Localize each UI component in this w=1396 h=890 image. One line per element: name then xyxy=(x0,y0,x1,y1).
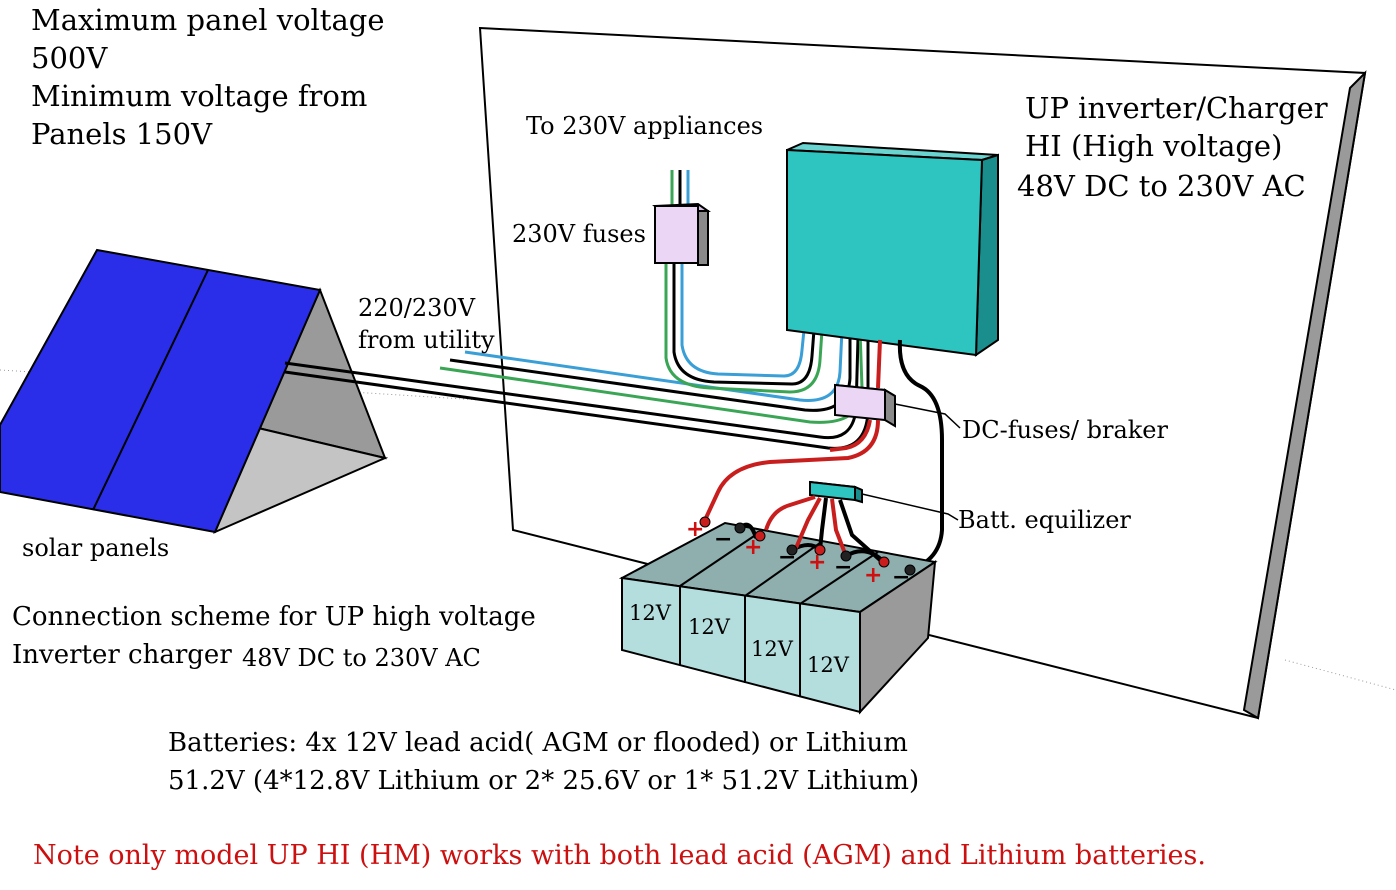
panel-voltage-line3: Minimum voltage from xyxy=(31,79,367,113)
battery-cell-label-2: 12V xyxy=(688,615,731,639)
ac-fuses-label: 230V fuses xyxy=(512,220,646,248)
equalizer-label: Batt. equilizer xyxy=(958,506,1131,534)
inverter-label-line1: UP inverter/Charger xyxy=(1025,91,1328,125)
appliance-output-wires xyxy=(664,170,824,394)
minus-terminal-2: − xyxy=(778,545,796,570)
panel-voltage-line1: Maximum panel voltage xyxy=(31,3,384,37)
batteries-note-line2: 51.2V (4*12.8V Lithium or 2* 25.6V or 1*… xyxy=(168,766,919,796)
ac-fuse-box xyxy=(652,202,711,266)
battery-bank: 12V 12V 12V 12V xyxy=(618,521,938,715)
battery-terminals: + − + − + − + − xyxy=(686,516,916,590)
scheme-title-line2a: Inverter charger xyxy=(12,640,232,670)
plus-terminal-4: + xyxy=(864,563,882,588)
minus-terminal-1: − xyxy=(714,527,732,552)
minus-terminal-3: − xyxy=(834,555,852,580)
inverter-label-line3: 48V DC to 230V AC xyxy=(1017,169,1306,203)
inverter-charger xyxy=(786,141,999,357)
panel-voltage-line2: 500V xyxy=(31,41,108,75)
utility-label-line1: 220/230V xyxy=(358,294,476,322)
battery-equalizer xyxy=(809,480,863,504)
panel-voltage-line4: Panels 150V xyxy=(31,117,213,151)
dc-fuse-box xyxy=(834,383,896,428)
solar-panel-array xyxy=(0,248,389,534)
solar-panel-divider xyxy=(92,269,209,511)
batteries-note-line1: Batteries: 4x 12V lead acid( AGM or floo… xyxy=(168,728,908,758)
plus-terminal-3: + xyxy=(808,550,826,575)
inverter-label-line2: HI (High voltage) xyxy=(1025,129,1282,163)
plus-terminal-1: + xyxy=(686,517,704,542)
battery-cell-label-3: 12V xyxy=(751,637,794,661)
scheme-title-line1: Connection scheme for UP high voltage xyxy=(12,602,536,632)
utility-label-line2: from utility xyxy=(358,326,495,354)
battery-wiring xyxy=(703,419,886,564)
battery-cell-label-1: 12V xyxy=(629,601,672,625)
plus-terminal-2: + xyxy=(744,535,762,560)
appliances-label: To 230V appliances xyxy=(526,112,763,140)
battery-cell-label-4: 12V xyxy=(807,653,850,677)
scheme-title-line2b: 48V DC to 230V AC xyxy=(242,644,481,672)
minus-terminal-4: − xyxy=(892,565,910,590)
leader-lines xyxy=(861,403,961,521)
dc-fuses-label: DC-fuses/ braker xyxy=(962,416,1168,444)
solar-panel-surface xyxy=(0,248,322,534)
dc-wires-inverter xyxy=(876,339,944,572)
solar-panels-label: solar panels xyxy=(22,534,169,562)
model-compatibility-note: Note only model UP HI (HM) works with bo… xyxy=(33,840,1206,871)
